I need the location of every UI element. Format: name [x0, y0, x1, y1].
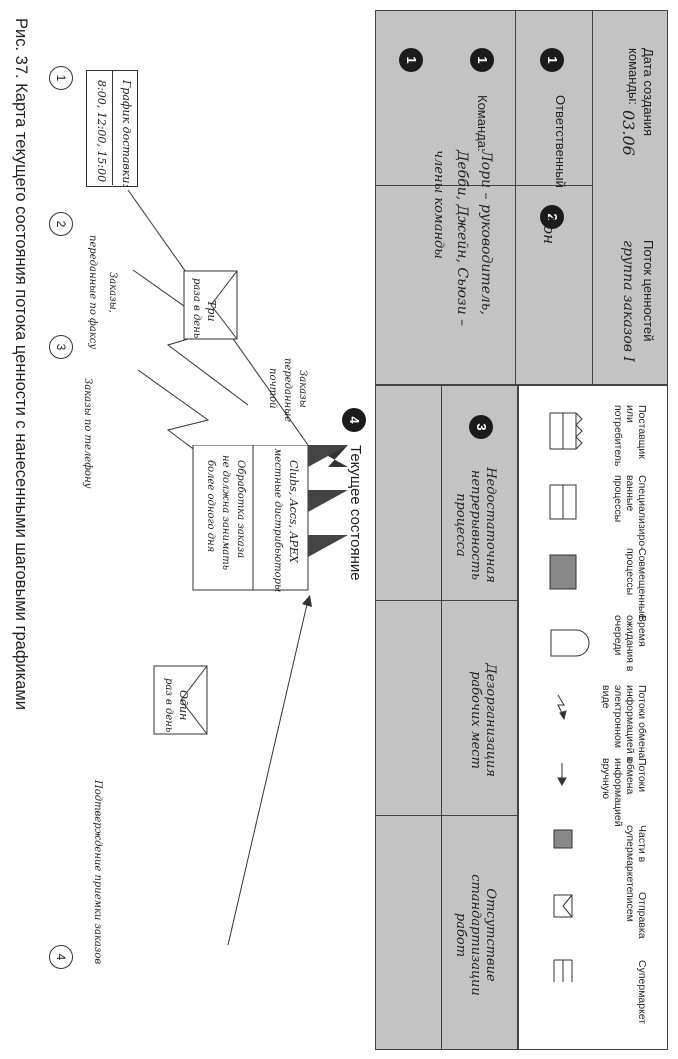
electronic-flow-icon [557, 694, 567, 721]
phone-label: Заказы по телефону [82, 378, 93, 489]
outline-marker-2: 2 [49, 212, 73, 236]
email-label-1: Заказы [297, 370, 308, 408]
flow-line-confirm [227, 599, 309, 946]
mail-icon [553, 894, 573, 918]
legend-icons [549, 412, 590, 982]
queue-icon [550, 629, 590, 657]
outline-marker-1: 1 [49, 66, 73, 90]
factory-note-1: Обработка заказа [235, 460, 246, 559]
marker-one-responsible: 1 [470, 48, 494, 72]
problems-divider-2 [375, 815, 518, 816]
problem-3: Отсутствие стандартизации работ [453, 874, 498, 996]
factory-line-2: местные дистрибьюторы [272, 448, 283, 593]
supplier-icon [549, 412, 583, 450]
team-members: Дебби, Джейн, Сьюзи – [454, 150, 470, 327]
factory-note-2: не должна занимать [220, 455, 231, 571]
marker-one-team: 1 [399, 48, 423, 72]
stream-label: Поток ценностей [641, 240, 656, 342]
factory-icon [192, 445, 348, 591]
schedule-divider [112, 70, 113, 185]
problem-2: Дезорганизация рабочих мест [468, 663, 498, 777]
fax-label-1: Заказы, [107, 272, 118, 313]
outline-marker-3: 3 [49, 335, 73, 359]
email-label-3: почтой [267, 368, 278, 409]
mail-three-icon [183, 270, 238, 340]
marker-three-problems: 3 [469, 415, 493, 439]
legend-label-shared: Совмещенные процессы [624, 548, 648, 620]
problem-1: Недостаточная непрерывность процесса [453, 467, 498, 583]
header-divider-h2 [515, 10, 516, 385]
map-title: Текущее состояние [347, 445, 364, 581]
legend-label-parts: Части в супермаркете [624, 825, 648, 893]
manual-flow-icon [557, 763, 567, 787]
stream-value: группа заказов I [620, 240, 636, 362]
legend-label-process: Специализиро-ванные процессы [612, 475, 648, 550]
legend-label-supermarket: Супермаркет [636, 960, 648, 1025]
responsible-value: Рон [540, 215, 558, 245]
legend-label-electronic: Потоки обмена информацией в электронном … [600, 685, 648, 763]
factory-line-1: Clubs, Accs, APEX [287, 460, 300, 563]
mail-one-line1: Один [177, 690, 190, 721]
team-lead: Лори – руководитель, [478, 150, 494, 315]
legend-label-supplier: Поставщик или потребитель [612, 405, 648, 467]
responsible-label: Ответственный [553, 95, 568, 188]
figure-caption: Рис. 37. Карта текущего состояния потока… [12, 18, 30, 710]
problems-divider-3 [441, 385, 442, 1050]
email-label-2: переданные [282, 358, 293, 423]
confirm-label: Подтверждение приемки заказов [92, 780, 103, 965]
team-label: Команда: [475, 95, 490, 152]
mail-three-line2: раза в день [191, 278, 202, 339]
date-value: 03.06 [619, 110, 638, 156]
fax-label-2: переданные по факсу [87, 235, 98, 350]
shared-process-icon [549, 554, 577, 590]
legend-label-manual: Потоки обмена информацией вручную [600, 758, 648, 827]
legend-label-queue: Время ожидания в очереди [612, 615, 648, 672]
team-members-suffix: члены команды [431, 150, 446, 259]
outline-marker-4: 4 [49, 945, 73, 969]
schedule-title: График доставки: [120, 80, 133, 188]
supermarket-parts-icon [553, 829, 573, 849]
confirm-arrowhead [302, 595, 312, 607]
marker-four-title: 4 [342, 408, 366, 432]
mail-one-icon [153, 665, 208, 735]
factory-note-3: более одного дня [205, 460, 216, 553]
mail-three-line1: Три [205, 300, 218, 322]
legend-label-mail: Отправка писем [624, 892, 648, 939]
schedule-times: 8:00, 12:00, 15:00 [95, 80, 108, 183]
supermarket-icon [553, 959, 573, 982]
problems-divider-1 [375, 600, 518, 601]
marker-one-date: 1 [540, 48, 564, 72]
mail-one-line2: раз в день [163, 678, 174, 733]
header-divider-h [592, 10, 593, 385]
process-icon [549, 484, 577, 520]
